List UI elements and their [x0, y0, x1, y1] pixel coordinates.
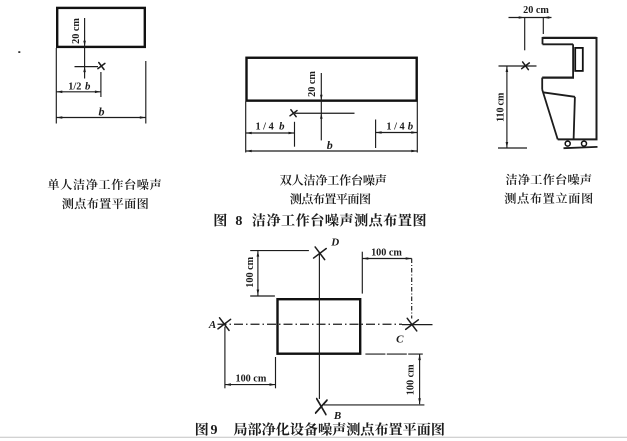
svg-text:110 cm: 110 cm [495, 92, 506, 122]
svg-text:1 / 4: 1 / 4 [386, 122, 404, 133]
svg-text:9: 9 [211, 423, 218, 438]
svg-text:b: b [408, 121, 414, 133]
svg-text:20 cm: 20 cm [71, 18, 82, 44]
svg-text:D: D [330, 237, 339, 249]
svg-text:100 cm: 100 cm [235, 373, 266, 384]
svg-text:20 cm: 20 cm [523, 5, 549, 16]
svg-text:B: B [333, 410, 341, 422]
svg-text:1/2: 1/2 [68, 81, 81, 92]
svg-text:100 cm: 100 cm [245, 256, 256, 287]
svg-text:100 cm: 100 cm [371, 248, 402, 259]
svg-text:8: 8 [235, 214, 242, 229]
svg-text:A: A [208, 319, 216, 331]
svg-text:b: b [327, 138, 333, 152]
svg-text:C: C [396, 334, 404, 346]
svg-text:b: b [279, 121, 285, 133]
svg-text:100 cm: 100 cm [406, 364, 417, 395]
svg-text:1 / 4: 1 / 4 [255, 122, 273, 133]
svg-text:b: b [99, 105, 105, 119]
svg-text:b: b [85, 80, 91, 92]
svg-text:20 cm: 20 cm [307, 71, 318, 97]
